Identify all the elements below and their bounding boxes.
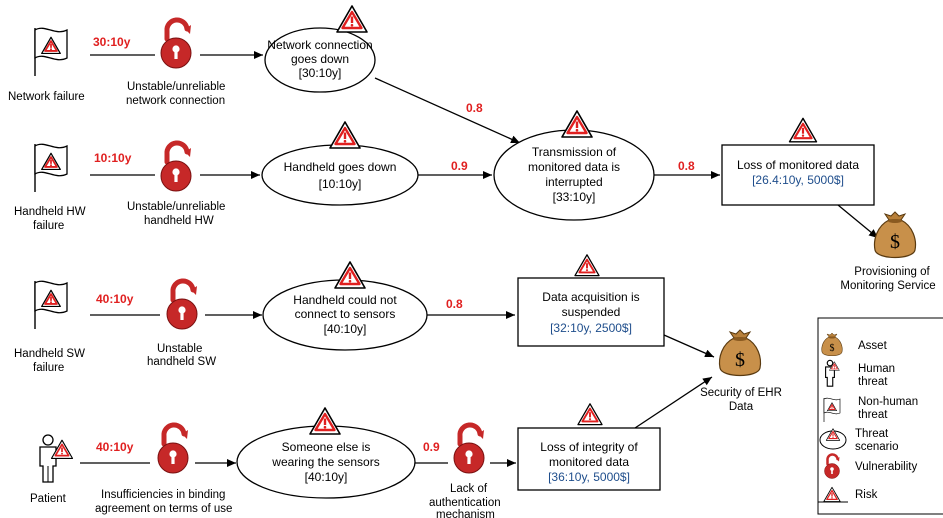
vulnerability-label: handheld HW (144, 215, 214, 227)
legend-threat-scenario-label: Threat (855, 428, 889, 440)
probability-label: 0.9 (423, 440, 440, 454)
scenario-text: Handheld goes down (283, 160, 397, 174)
risk-text: suspended (561, 305, 621, 319)
vulnerability-lock-icon (158, 425, 188, 473)
risk-text: Loss of monitored data (736, 158, 860, 172)
scenario-text: Someone else is (281, 440, 371, 454)
threat-label-handheld-sw: Handheld SW (14, 348, 85, 360)
vulnerability-label: agreement on terms of use (95, 503, 233, 515)
threat-patient-icon (39, 434, 74, 483)
probability-label: 0.8 (446, 297, 463, 311)
risk-value: [26.4:10y, 5000$] (752, 173, 844, 187)
scenario-text: [40:10y] (304, 470, 348, 484)
scenario-warning-icon (308, 406, 342, 436)
vulnerability-label: network connection (126, 95, 226, 107)
asset-label: Provisioning of (854, 266, 930, 278)
scenario-text: interrupted (545, 175, 603, 189)
risk-text: monitored data (548, 455, 630, 469)
threat-label-handheld-hw-2: failure (33, 220, 65, 232)
legend-threat-scenario-label-2: scenario (855, 441, 899, 453)
scenario-text: [40:10y] (323, 322, 367, 336)
vulnerability-lock-icon (454, 425, 484, 473)
scenario-warning-icon (335, 4, 369, 34)
vulnerability-label: mechanism (436, 509, 495, 518)
vulnerability-label: Unstable (157, 343, 203, 355)
vulnerability-label: authentication (429, 497, 501, 509)
probability-label: 0.8 (678, 159, 695, 173)
risk-warning-icon (788, 117, 818, 143)
vulnerability-label: Insufficiencies in binding (101, 489, 226, 501)
vulnerability-label: Unstable/unreliable (127, 201, 226, 213)
scenario-text: connect to sensors (294, 307, 396, 321)
threat-label-handheld-sw-2: failure (33, 362, 65, 374)
threat-label-patient: Patient (30, 493, 66, 505)
vulnerability-label: Unstable/unreliable (127, 81, 226, 93)
scenario-text: goes down (290, 52, 350, 66)
risk-warning-icon (577, 402, 603, 426)
scenario-text: Network connection (267, 38, 373, 52)
legend-human-threat-label: Human (858, 363, 896, 375)
threat-label-handheld-hw: Handheld HW (14, 206, 86, 218)
threat-scenario-ellipse (261, 144, 419, 206)
legend-asset-label: Asset (858, 340, 887, 352)
vulnerability-lock-icon (167, 281, 197, 329)
risk-text: Data acquisition is (542, 290, 640, 304)
scenario-text: [30:10y] (298, 66, 342, 80)
asset-money-bag-icon (873, 211, 917, 259)
threat-handheld-sw-failure-icon (33, 279, 69, 331)
asset-label: Security of EHR (700, 387, 782, 399)
legend-human-threat-label-2: threat (858, 376, 888, 388)
connectors (80, 51, 879, 467)
likelihood-label: 40:10y (96, 440, 134, 454)
scenario-warning-icon (560, 109, 594, 139)
scenario-text: Handheld could not (293, 293, 397, 307)
vulnerability-label: Lack of (450, 483, 488, 495)
likelihood-label: 30:10y (93, 35, 131, 49)
legend (817, 317, 943, 515)
asset-money-bag-icon (718, 329, 762, 377)
threat-handheld-hw-failure-icon (33, 142, 69, 194)
vulnerability-lock-icon (161, 20, 191, 68)
scenario-text: monitored data is (527, 160, 621, 174)
legend-vulnerability-label: Vulnerability (855, 461, 918, 473)
probability-label: 0.9 (451, 159, 468, 173)
scenario-warning-icon (328, 120, 362, 150)
asset-label: Data (728, 401, 754, 413)
scenario-text: [33:10y] (552, 190, 596, 204)
risk-box (517, 277, 665, 347)
risk-value: [36:10y, 5000$] (548, 470, 630, 484)
asset-label: Monitoring Service (840, 280, 936, 292)
threat-scenario-ellipse (264, 27, 376, 93)
scenario-warning-icon (333, 260, 367, 290)
risk-warning-icon (574, 253, 600, 277)
risk-value: [32:10y, 2500$] (550, 321, 632, 335)
likelihood-label: 10:10y (94, 151, 132, 165)
legend-nonhuman-threat-label-2: threat (858, 409, 888, 421)
vulnerability-lock-icon (161, 143, 191, 191)
scenario-text: [10:10y] (318, 177, 362, 191)
probability-label: 0.8 (466, 101, 483, 115)
risk-box (721, 144, 875, 206)
risk-text: Loss of integrity of (540, 440, 638, 454)
legend-nonhuman-threat-label: Non-human (858, 396, 919, 408)
legend-risk-label: Risk (855, 489, 878, 501)
vulnerability-label: handheld SW (147, 356, 217, 368)
risk-box (517, 427, 661, 491)
scenario-text: Transmission of (531, 145, 617, 159)
scenario-text: wearing the sensors (272, 455, 380, 469)
threat-label-network-failure: Network failure (8, 91, 85, 103)
threat-network-failure-icon (33, 26, 69, 78)
likelihood-label: 40:10y (96, 292, 134, 306)
